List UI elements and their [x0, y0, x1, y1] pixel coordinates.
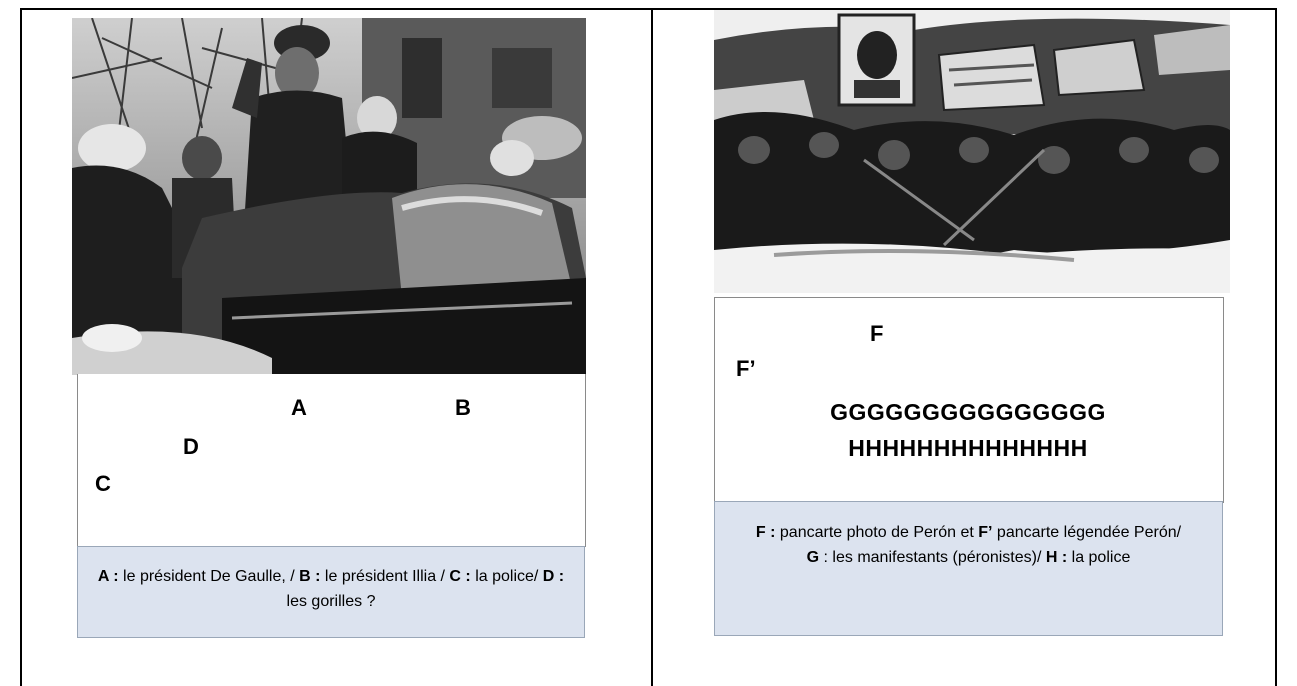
caption-right: F : pancarte photo de Perón et F’ pancar… [714, 501, 1223, 636]
caption-text-f: pancarte photo de Perón et [775, 524, 979, 541]
caption-key-f: F : [755, 524, 776, 541]
caption-key-f-prime: F’ [978, 524, 993, 541]
caption-text-c: la police/ [470, 568, 543, 585]
caption-text-d: les gorilles ? [286, 593, 376, 610]
label-f-prime: F’ [736, 356, 756, 381]
caption-key-g: G [806, 549, 820, 566]
caption-text-g: : les manifestants (péronistes)/ [819, 549, 1046, 566]
label-c: C [95, 471, 111, 496]
table-right-border [1275, 8, 1277, 686]
labels-overlay-left [77, 374, 586, 547]
caption-key-b: B : [299, 568, 321, 585]
label-a: A [291, 395, 307, 420]
labels-overlay-right [714, 297, 1224, 503]
table-left-border [20, 8, 22, 686]
caption-key-a: A : [97, 568, 119, 585]
label-row-g: GGGGGGGGGGGGGGG [830, 399, 1106, 425]
table-top-border [20, 8, 1277, 10]
caption-key-d: D : [542, 568, 565, 585]
label-d: D [183, 434, 199, 459]
caption-text-h: la police [1067, 549, 1131, 566]
caption-key-h: H : [1045, 549, 1068, 566]
caption-left: A : le président De Gaulle, / B : le pré… [77, 546, 585, 638]
table-column-divider [651, 8, 653, 686]
caption-text-a: le président De Gaulle, / [118, 568, 300, 585]
label-f: F [870, 321, 884, 346]
label-row-h: HHHHHHHHHHHHHH [848, 435, 1088, 461]
label-b: B [455, 395, 471, 420]
photo-motorcade [72, 18, 586, 375]
caption-key-c: C : [449, 568, 471, 585]
caption-text-f-prime: pancarte légendée Perón/ [992, 524, 1182, 541]
photo-demonstration [714, 10, 1230, 293]
caption-text-b: le président Illia / [320, 568, 450, 585]
